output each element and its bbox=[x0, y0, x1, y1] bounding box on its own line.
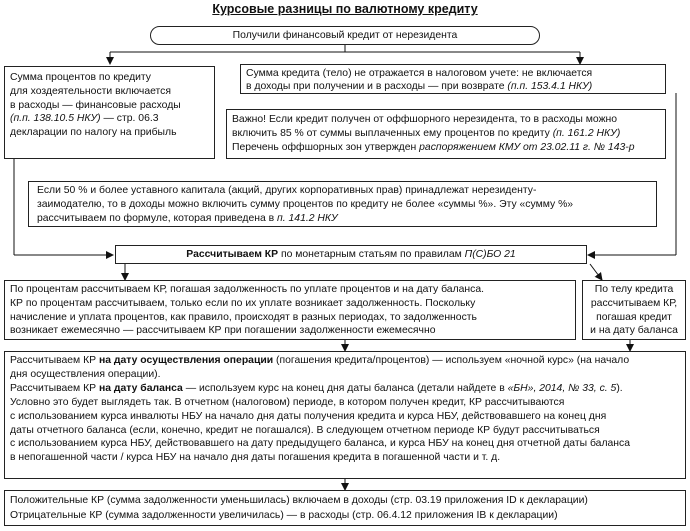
offshore-note-line-1: Важно! Если кредит получен от оффшорного… bbox=[232, 114, 618, 125]
interest-calc-box: По процентам рассчитываем КР, погашая за… bbox=[4, 280, 576, 340]
dates-line-3-e: ). bbox=[616, 382, 623, 394]
loan-body-line-1: Сумма кредита (тело) не отражается в нал… bbox=[246, 68, 593, 79]
interest-calc-line-1: По процентам рассчитываем КР, погашая за… bbox=[10, 284, 485, 295]
condition-line-3: рассчитываем по формуле, которая приведе… bbox=[37, 212, 648, 226]
interest-line-5: декларации по налогу на прибыль bbox=[10, 127, 177, 139]
loan-body-box: Сумма кредита (тело) не отражается в нал… bbox=[240, 64, 666, 94]
start-box: Получили финансовый кредит от нерезидент… bbox=[150, 26, 540, 45]
interest-expense-box: Сумма процентов по кредиту для хоздеятел… bbox=[4, 66, 215, 159]
dates-line-1: Рассчитываем КР на дату осуществления оп… bbox=[10, 354, 680, 368]
dates-line-3-c: — используем курс на конец дня даты бала… bbox=[182, 382, 508, 394]
dates-line-1-c: (погашения кредита/процентов) — использу… bbox=[273, 355, 630, 366]
interest-line-3: в расходы — финансовые расходы bbox=[10, 99, 181, 111]
interest-line-2: для хоздеятельности включается bbox=[10, 85, 171, 97]
dates-line-1-a: Рассчитываем КР bbox=[10, 355, 99, 366]
offshore-list-reference: распоряжением КМУ от 23.02.11 г. № 143-р bbox=[419, 142, 635, 153]
dates-line-3-a: Рассчитываем КР bbox=[10, 382, 99, 394]
start-text: Получили финансовый кредит от нерезидент… bbox=[232, 30, 458, 41]
calc-exchange-diff-box: Рассчитываем КР по монетарным статьям по… bbox=[115, 245, 587, 264]
dates-line-6: даты отчетного баланса (если, конечно, к… bbox=[10, 424, 600, 436]
offshore-note-line-3: Перечень оффшорных зон утвержден распоря… bbox=[232, 141, 660, 155]
interest-calc-line-4: возникает ежемесячно — рассчитываем КР п… bbox=[10, 325, 436, 337]
calc-text: по монетарным статьям по правилам bbox=[278, 249, 465, 260]
interest-calc-line-3: начисление и уплата процентов, как прави… bbox=[10, 311, 477, 323]
operation-date-label: на дату осуществления операции bbox=[98, 355, 274, 366]
body-calc-line-1: По телу кредита bbox=[594, 284, 674, 295]
dates-line-3: Рассчитываем КР на дату баланса — исполь… bbox=[10, 382, 680, 396]
nonresident-condition-box: Если 50 % и более уставного капитала (ак… bbox=[28, 181, 657, 227]
condition-line-1: Если 50 % и более уставного капитала (ак… bbox=[37, 185, 537, 196]
body-calc-line-2: рассчитываем КР, bbox=[590, 297, 678, 309]
condition-line-2: заимодателю, то в доходы можно включить … bbox=[37, 199, 574, 210]
body-calc-line-3: погашая кредит bbox=[596, 311, 672, 323]
dates-line-2: дня осуществления операции). bbox=[10, 368, 161, 380]
offshore-note-box: Важно! Если кредит получен от оффшорного… bbox=[226, 109, 666, 159]
loan-body-line-2: в доходы при получении и в расходы — при… bbox=[246, 80, 660, 93]
dates-line-4: Условно это будет выглядеть так. В отчет… bbox=[10, 396, 565, 408]
offshore-note-line-2-text: включить 85 % от суммы выплаченных ему п… bbox=[232, 128, 553, 139]
condition-line-3-text: рассчитываем по формуле, которая приведе… bbox=[37, 213, 278, 224]
interest-line-4-rest: — стр. 06.3 bbox=[100, 113, 159, 125]
result-positive: Положительные КР (сумма задолженности ум… bbox=[10, 495, 588, 506]
result-negative: Отрицательные КР (сумма задолженности ув… bbox=[10, 509, 558, 521]
body-calc-line-4: и на дату баланса bbox=[590, 325, 678, 337]
interest-reference: (п.п. 138.10.5 НКУ) bbox=[10, 113, 101, 125]
balance-date-label: на дату баланса bbox=[98, 382, 183, 394]
calc-reference: П(С)БО 21 bbox=[464, 249, 516, 260]
loan-body-calc-box: По телу кредита рассчитываем КР, погашая… bbox=[582, 280, 686, 340]
calc-dates-box: Рассчитываем КР на дату осуществления оп… bbox=[4, 351, 686, 479]
result-box: Положительные КР (сумма задолженности ум… bbox=[4, 490, 686, 526]
dates-line-8: в непогашенной части / курса НБУ на нача… bbox=[10, 452, 501, 464]
interest-calc-line-2: КР по процентам рассчитываем, только есл… bbox=[10, 297, 476, 309]
dates-line-5: с использованием курса инвалюты НБУ на н… bbox=[10, 410, 607, 422]
loan-body-reference: (п.п. 153.4.1 НКУ) bbox=[507, 81, 593, 92]
offshore-note-reference: (п. 161.2 НКУ) bbox=[552, 128, 621, 139]
dates-line-7: с использованием курса НБУ, действовавше… bbox=[10, 438, 631, 450]
offshore-note-line-3-text: Перечень оффшорных зон утвержден bbox=[232, 142, 420, 153]
calc-bold: Рассчитываем КР bbox=[186, 249, 279, 260]
bn-reference: «БН», 2014, № 33, с. 5 bbox=[507, 382, 617, 394]
diagram-title: Курсовые разницы по валютному кредиту bbox=[212, 2, 478, 16]
condition-reference: п. 141.2 НКУ bbox=[277, 213, 338, 224]
interest-line-1: Сумма процентов по кредиту bbox=[10, 72, 152, 83]
interest-line-4: (п.п. 138.10.5 НКУ) — стр. 06.3 bbox=[10, 112, 209, 126]
offshore-note-line-2: включить 85 % от суммы выплаченных ему п… bbox=[232, 127, 660, 141]
loan-body-line-2-text: в доходы при получении и в расходы — при… bbox=[246, 81, 508, 92]
